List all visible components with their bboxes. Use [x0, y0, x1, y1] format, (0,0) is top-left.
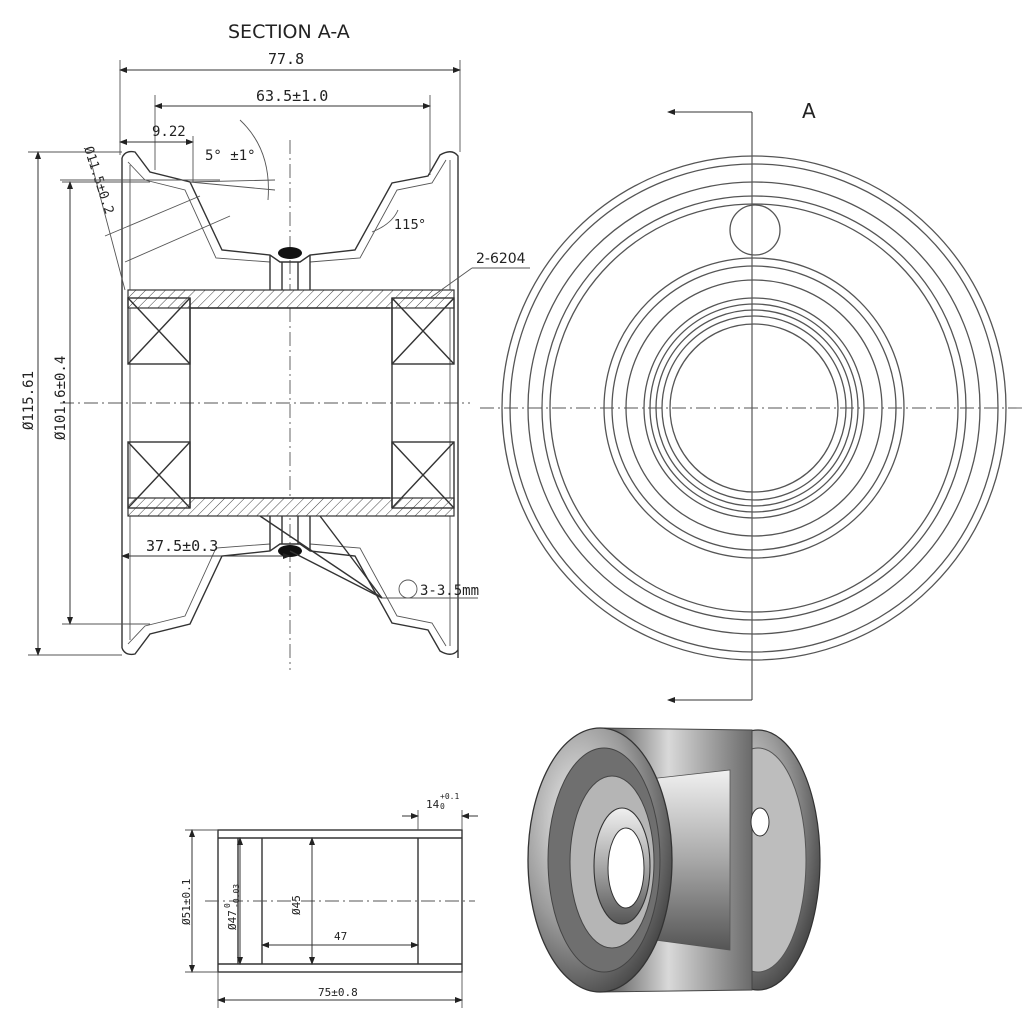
rim-profile-lower-inner — [127, 543, 447, 647]
dim-spacer-length: 75±0.8 — [318, 986, 358, 999]
hub-wall-lower — [127, 497, 455, 517]
view-label: A — [802, 99, 816, 123]
dim-spacer-outer-dia: Ø51±0.1 — [180, 879, 193, 925]
rim-circles — [501, 155, 1007, 661]
hub-wall-upper — [127, 289, 455, 309]
rim-profile-upper — [121, 150, 459, 658]
isometric-view — [527, 727, 821, 993]
section-title: SECTION A-A — [228, 21, 350, 43]
dim-spacer-step-tol-lower: 0 — [440, 802, 445, 811]
dim-well-angle: 115° — [394, 218, 425, 233]
iso-valve-hole — [750, 807, 770, 837]
label-thickness: 3-3.5mm — [420, 583, 479, 599]
dim-offset: 37.5±0.3 — [146, 537, 218, 555]
bearing-left — [127, 297, 191, 509]
center-web-upper — [269, 255, 311, 290]
spacer-view: Ø51±0.1 Ø47 0 -0.03 Ø45 47 75±0.8 14 +0.… — [180, 792, 478, 1008]
dim-spacer-bore-tol-upper: 0 — [223, 903, 232, 908]
dim-spacer-inner-dia: Ø45 — [290, 895, 303, 915]
front-view: A — [480, 99, 1022, 703]
spacer-bore-dia-group: Ø47 0 -0.03 — [223, 884, 241, 930]
dim-spacer-bore-tol-lower: -0.03 — [232, 884, 241, 908]
rim-profile-lower — [121, 543, 459, 656]
dim-spacer-step: 14 — [426, 798, 440, 811]
label-bearing: 2-6204 — [476, 251, 526, 267]
section-view: SECTION A-A — [21, 21, 530, 670]
dim-flange-width: 9.22 — [152, 124, 186, 140]
bearing-right — [391, 297, 455, 509]
dim-inner-width: 63.5±1.0 — [256, 87, 328, 105]
dim-flange-angle: 5° ±1° — [205, 148, 256, 164]
dim-spacer-inner-length: 47 — [334, 930, 347, 943]
angle-arc-flange — [239, 119, 269, 201]
iso-hub-bore-inner — [607, 827, 645, 909]
dim-outer-dia: Ø115.61 — [21, 371, 37, 430]
weld-bead-upper — [278, 247, 302, 259]
rim-profile-upper-inner — [127, 159, 447, 263]
angle-arc-well — [371, 209, 399, 233]
dim-rim-dia: Ø101.6±0.4 — [53, 356, 69, 440]
dim-overall-width: 77.8 — [268, 50, 304, 68]
valve-hole — [729, 204, 781, 256]
dim-spacer-step-tol-upper: +0.1 — [440, 792, 459, 801]
dim-spacer-bore-dia: Ø47 — [226, 910, 239, 930]
